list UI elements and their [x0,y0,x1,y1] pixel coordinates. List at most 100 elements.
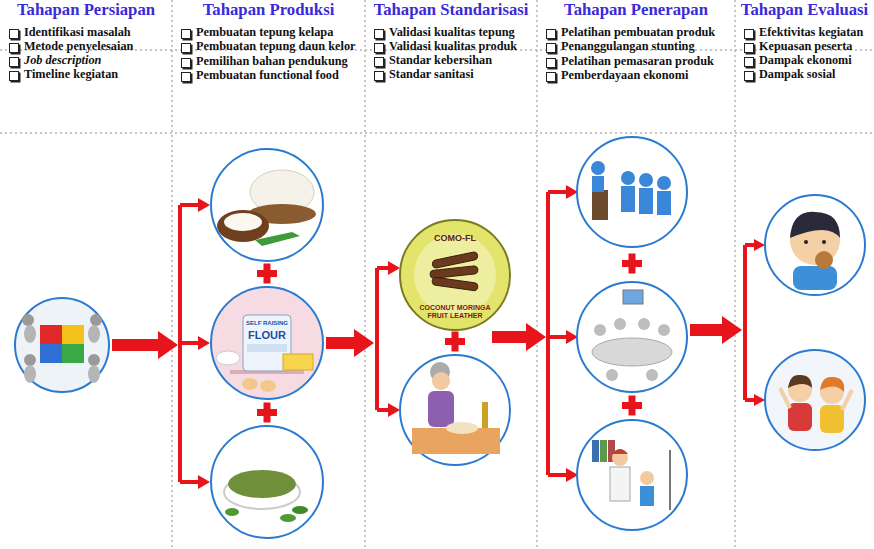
cheering-kids-icon-part [780,388,790,408]
task-list: Identifikasi masalahMetode penyelesaianJ… [0,19,172,81]
meeting-icon [577,282,687,392]
branch-arrowheads-part [388,261,400,275]
meeting-icon-part-part [606,369,618,381]
health-check-icon-part [610,467,630,501]
cooking-woman-icon-part [400,355,510,465]
training-icon-part [591,161,605,175]
branch-arrowheads-part [754,394,765,406]
grid-lines-part [735,0,736,549]
happy-child-icon-part [790,212,840,238]
product-logo: COMO-FLCOCONUT MORINGA FRUIT LEATHER [400,220,510,330]
grid-lines-part [0,133,874,134]
task-item: Metode penyelesaian [7,39,172,53]
meeting-icon-part-part [646,369,658,381]
training-icon-part [592,190,608,220]
training-icon-part-part [657,176,671,190]
training-icon-part-part [621,186,635,212]
stage-column: Tahapan StandarisasiValidasi kualitas te… [365,0,537,133]
branch-brackets-part [548,190,568,194]
cheering-kids-icon-part [765,350,865,450]
branch-arrowheads-part [754,239,765,251]
health-check-icon-part [669,450,671,510]
cheering-kids-icon [765,350,865,450]
branch-brackets-part [548,473,568,477]
product-logo-art [400,220,510,330]
logo-name: COMO-FL [400,233,510,243]
training-icon-part [577,137,687,247]
branch-brackets-part [375,268,379,410]
moringa-powder-icon-part [292,506,308,514]
coconut-flour-icon [211,149,323,261]
package-label: FLOUR [248,329,286,341]
health-check-icon-part [640,471,654,485]
teamwork-puzzle-icon [15,298,109,392]
meeting-icon-part-part [594,324,606,336]
cooking-woman-icon [400,355,510,465]
flow-arrows-part [690,316,742,344]
task-list: Validasi kualitas tepungValidasi kualita… [365,19,537,81]
flow-arrows-part [492,323,546,351]
plus-signs-part [629,254,636,274]
task-item: Dampak ekonomi [742,53,874,67]
task-item: Pemberdayaan ekonomi [544,68,735,82]
task-item: Pembuatan tepung daun kelor [179,39,365,53]
teamwork-puzzle-icon-part [15,298,109,392]
branch-brackets-part [180,203,200,207]
stage-heading: Tahapan Produksi [172,0,365,19]
moringa-powder-icon [211,426,323,538]
teamwork-puzzle-icon-part [24,325,36,343]
grid-lines-part [172,0,173,549]
task-item: Validasi kualitas produk [372,39,537,53]
teamwork-puzzle-icon-part [40,344,62,363]
branch-arrowheads-part [198,475,210,489]
health-check-icon-part [592,440,599,462]
plus-signs-part [452,332,459,352]
training-icon-part-part [639,188,653,214]
coconut-flour-icon-part [217,210,269,242]
product-logo-art-part-part [432,277,479,291]
cheering-kids-icon-part [842,390,852,410]
task-item: Timeline kegiatan [7,67,172,81]
product-logo-art-part [414,234,496,316]
training-icon-part-part [657,191,671,215]
branch-arrowheads-part [198,198,210,212]
task-item: Job description [7,53,172,67]
task-item: Kepuasan peserta [742,39,874,53]
training-icon-part [621,171,671,215]
happy-child-icon-part [765,195,865,295]
meeting-icon-part [592,338,672,366]
health-check-icon-part [612,450,628,466]
stage-column: Tahapan EvaluasiEfektivitas kegiatanKepu… [735,0,874,133]
teamwork-puzzle-icon-part [88,325,100,343]
flour-ingredients-icon [211,287,323,399]
product-logo-art-part [400,220,510,330]
teamwork-puzzle-icon-part [40,325,62,344]
meeting-icon-part-part [658,324,670,336]
task-list: Pembuatan tepung kelapaPembuatan tepung … [172,19,365,82]
flour-ingredients-icon-part [216,351,240,365]
stage-column: Tahapan PersiapanIdentifikasi masalahMet… [0,0,172,133]
branch-brackets-part [743,245,747,400]
training-icon-part [592,176,604,192]
task-item: Pelatihan pembuatan produk [544,25,735,39]
flour-ingredients-icon-part [283,354,313,370]
task-item: Identifikasi masalah [7,25,172,39]
branch-brackets-part [180,341,200,345]
plus-signs-part [264,264,271,284]
meeting-icon-part [623,290,643,304]
package-label: SELF RAISING [246,320,288,326]
task-item: Pembuatan tepung kelapa [179,25,365,39]
task-item: Pembuatan functional food [179,68,365,82]
stage-heading: Tahapan Evaluasi [735,0,874,19]
flour-ingredients-icon-part [260,380,276,392]
happy-child-icon-part [815,251,833,269]
teamwork-puzzle-icon-part [24,365,36,383]
stage-heading: Tahapan Standarisasi [365,0,537,19]
plus-signs-part [264,403,271,423]
health-check-icon-part [612,449,628,454]
coconut-flour-icon-part [211,149,323,261]
moringa-powder-icon-part [228,470,296,498]
